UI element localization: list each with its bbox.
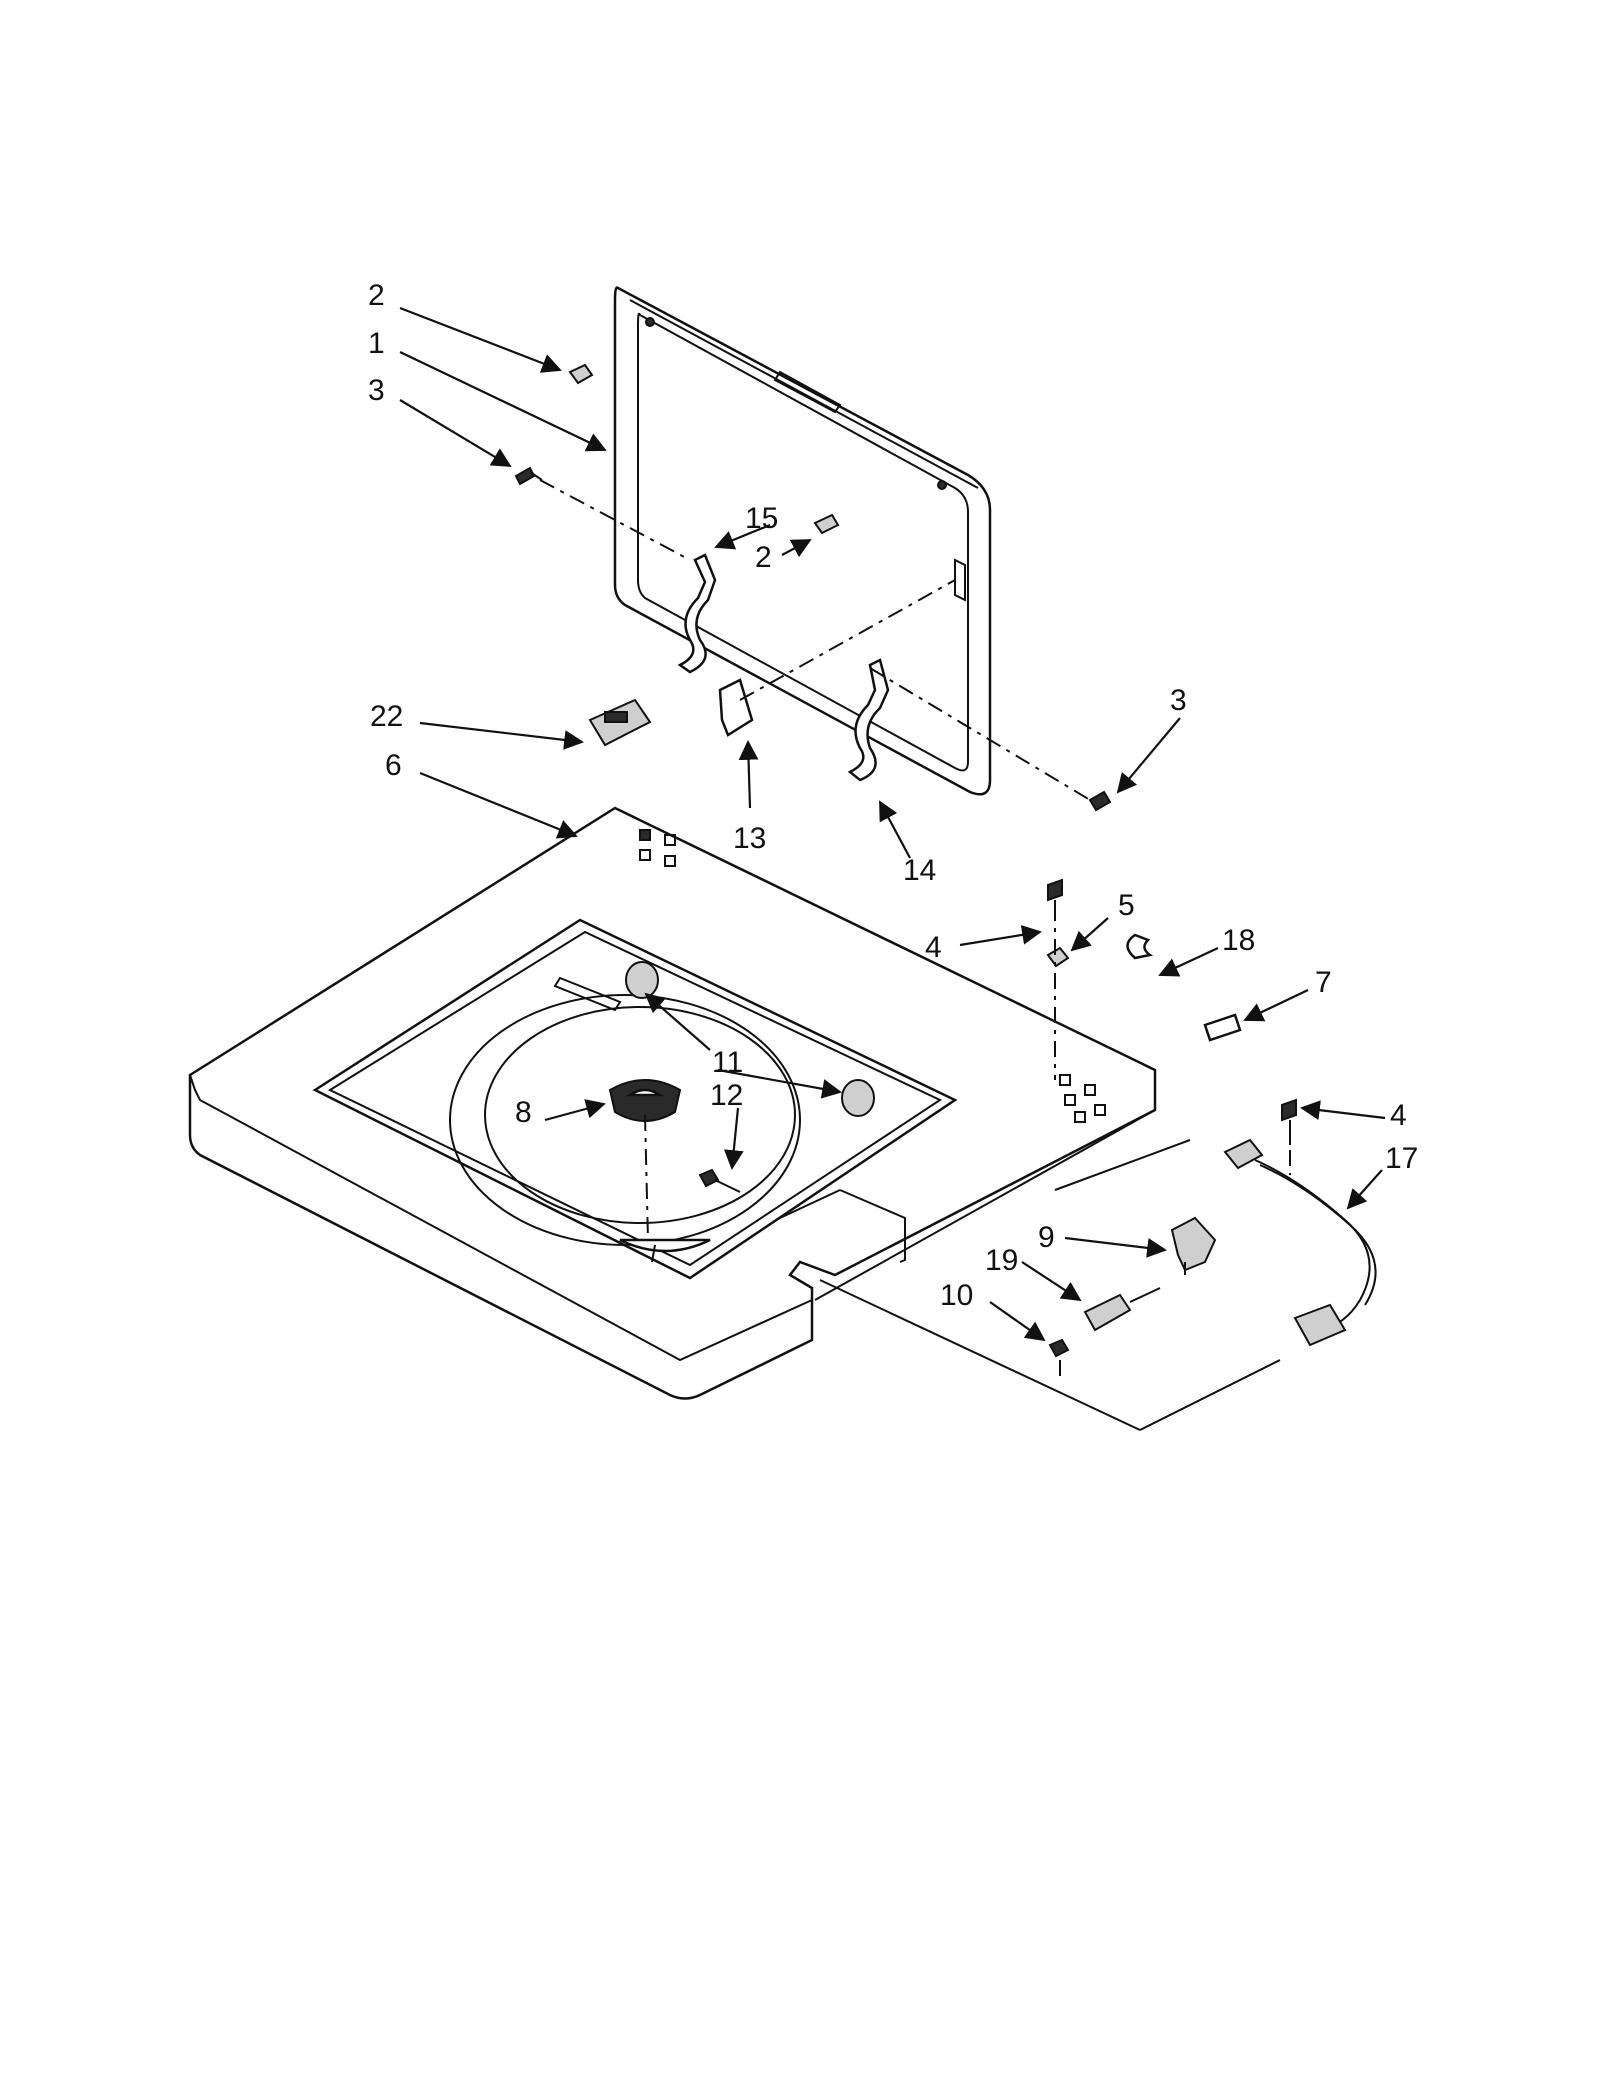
callout-12: 12 [710,1079,743,1112]
bumper-2-lower [813,513,840,535]
callout-11: 11 [712,1046,743,1079]
callout-2: 2 [755,541,772,574]
callout-9: 9 [1038,1221,1055,1254]
nut-5 [1046,946,1070,968]
screw-4-lower [1281,1098,1297,1145]
callout-2: 2 [368,279,385,312]
clip-10 [1048,1338,1070,1358]
bumper-11-left [625,961,659,999]
callout-10: 10 [940,1279,973,1312]
callout-labels: 2 1 3 15 2 3 22 6 13 14 4 5 18 7 11 12 8… [368,279,1418,1312]
callout-8: 8 [515,1096,532,1129]
callout-19: 19 [985,1244,1018,1277]
bracket-13 [718,678,754,737]
callout-1: 1 [368,327,385,360]
screw-3-right [1088,790,1112,812]
callout-15: 15 [745,502,778,535]
switch-22 [588,698,652,747]
assembly-lines [539,479,1291,1431]
plunger-19 [1083,1287,1161,1332]
hinge-15 [677,553,717,674]
bumper-11-right [841,1079,875,1117]
callout-18: 18 [1222,924,1255,957]
leader-lines [399,306,1386,1342]
callout-5: 5 [1118,889,1135,922]
bumper-2-upper [568,363,594,385]
clip-7 [1203,1013,1242,1042]
callout-3: 3 [1170,684,1187,717]
callout-13: 13 [733,822,766,855]
harness-17 [1223,1138,1377,1347]
callout-14: 14 [903,854,936,887]
callout-4: 4 [925,931,942,964]
callout-22: 22 [370,700,403,733]
screw-12 [698,1168,741,1193]
callout-4: 4 [1390,1099,1407,1132]
callout-7: 7 [1315,966,1332,999]
screw-3-upper [514,466,543,486]
hinge-14 [847,658,890,782]
lid-switch-9 [1170,1216,1217,1275]
callout-3: 3 [368,374,385,407]
clip-18 [1126,933,1154,960]
knob-8 [608,1079,682,1122]
callout-17: 17 [1385,1142,1418,1175]
callout-6: 6 [385,749,402,782]
lid-frame [613,286,992,796]
